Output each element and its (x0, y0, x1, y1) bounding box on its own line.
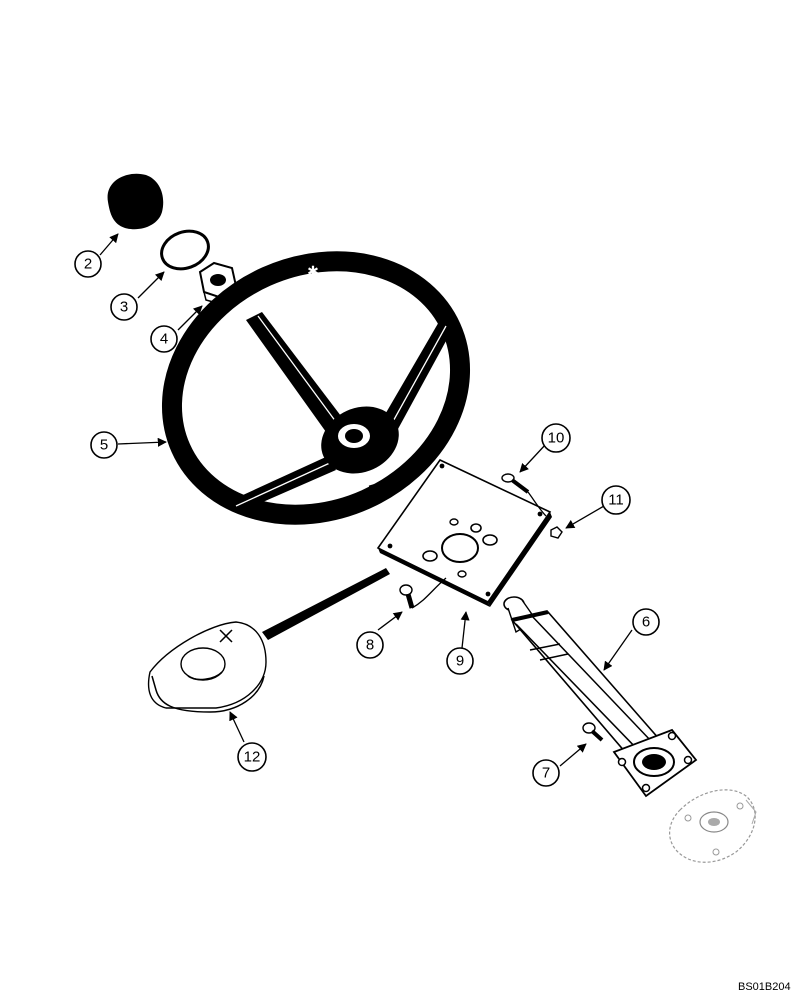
svg-text:4: 4 (160, 331, 168, 348)
bolt-7 (582, 722, 604, 742)
hex-nut (198, 261, 239, 307)
retaining-ring (160, 229, 210, 271)
svg-text:10: 10 (548, 430, 565, 447)
pointer-wedge (262, 568, 390, 640)
svg-text:7: 7 (542, 765, 550, 782)
steering-wheel: ✱ (161, 251, 471, 525)
callout-10: 10 (541, 423, 571, 453)
callout-4: 4 (150, 325, 178, 353)
callout-2: 2 (74, 250, 102, 278)
callout-3: 3 (110, 293, 138, 321)
callout-11: 11 (601, 485, 631, 515)
steering-column (503, 596, 698, 798)
svg-text:2: 2 (84, 256, 92, 273)
nut-11 (550, 526, 563, 539)
bolt-8 (399, 584, 415, 609)
svg-text:11: 11 (608, 492, 624, 509)
bolt-10 (501, 473, 530, 494)
svg-text:3: 3 (120, 299, 128, 316)
svg-text:8: 8 (366, 637, 374, 654)
svg-text:9: 9 (456, 653, 464, 670)
callout-12: 12 (237, 742, 267, 772)
horn-cap (107, 173, 164, 230)
column-cover (147, 621, 267, 713)
drawing-code: BS01B204 (738, 981, 791, 993)
leader-lines (99, 233, 633, 767)
callout-7: 7 (532, 759, 560, 787)
svg-text:✱: ✱ (307, 264, 319, 280)
callout-9: 9 (446, 647, 474, 675)
svg-text:12: 12 (244, 749, 261, 766)
steering-valve-phantom (669, 789, 757, 863)
svg-text:5: 5 (100, 437, 108, 454)
mounting-plate (376, 458, 552, 607)
callout-6: 6 (632, 608, 660, 636)
svg-text:6: 6 (642, 614, 650, 631)
callout-8: 8 (356, 631, 384, 659)
callout-5: 5 (90, 431, 118, 459)
